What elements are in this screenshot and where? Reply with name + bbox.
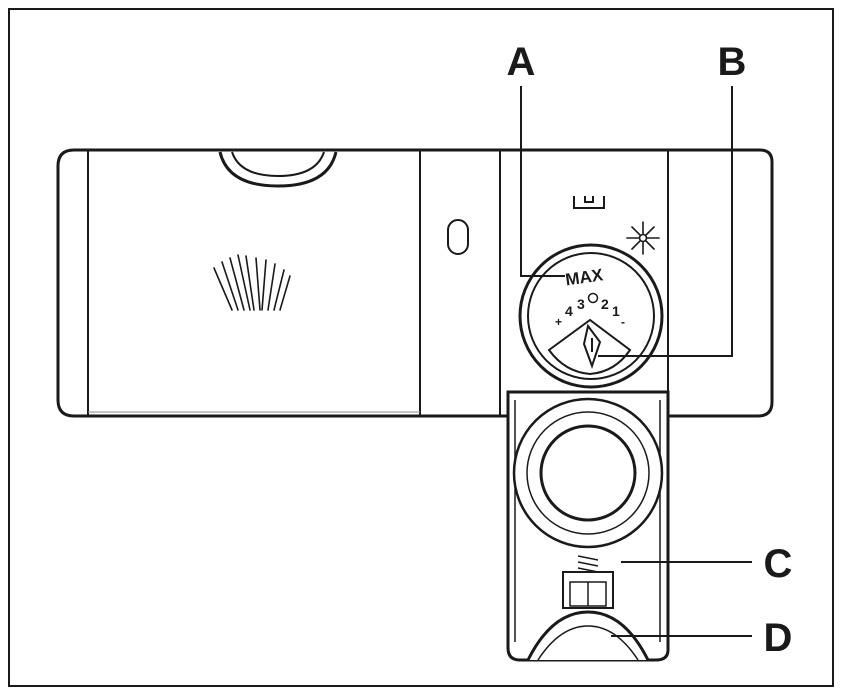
dial-scale-3: 3 [577, 296, 585, 312]
callout-leaders [520, 86, 752, 637]
pull-tab[interactable] [526, 610, 650, 661]
dispenser-body [56, 148, 774, 418]
leader-line-b [598, 86, 733, 357]
dial-scale-minus: - [621, 315, 625, 329]
dial-scale-2: 2 [601, 296, 609, 312]
lid-latch [218, 151, 338, 188]
callout-label-c: C [764, 542, 793, 586]
rinse-aid-level-icon [573, 196, 605, 209]
dial-scale-plus: + [555, 315, 562, 329]
dosage-dial[interactable]: MAX + 4 3 2 1 - [518, 243, 664, 389]
dial-scale-indicator [587, 292, 599, 304]
sparkle-icon [626, 221, 660, 255]
filler-cap[interactable] [512, 397, 664, 549]
diagram-border [8, 8, 834, 687]
callout-label-a: A [507, 40, 536, 84]
dial-scale-4: 4 [565, 303, 573, 319]
leader-line-a [520, 86, 565, 277]
release-button[interactable] [447, 219, 469, 255]
detergent-splash-icon [213, 254, 291, 311]
callout-label-d: D [764, 616, 793, 660]
cap-latch-spring [562, 555, 614, 609]
callout-label-b: B [718, 40, 747, 84]
dial-scale-1: 1 [612, 303, 620, 319]
